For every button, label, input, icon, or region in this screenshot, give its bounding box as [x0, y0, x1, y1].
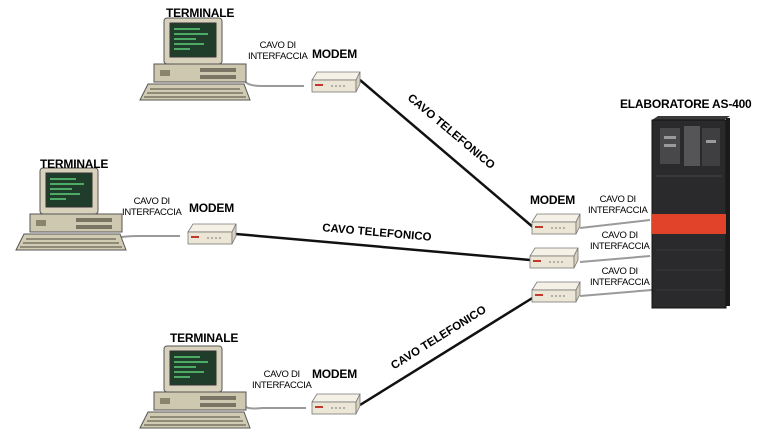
terminal-3-label: TERMINALE — [170, 331, 239, 345]
terminal-3 — [139, 345, 251, 429]
mainframe-label: ELABORATORE AS-400 — [620, 97, 752, 111]
terminal-2 — [15, 167, 127, 251]
terminal-1-label: TERMINALE — [166, 6, 235, 20]
modem-3-label: MODEM — [312, 367, 357, 381]
phone-line-2 — [235, 232, 531, 262]
terminal-1 — [139, 17, 251, 101]
phone-line-3 — [359, 295, 535, 407]
host-modem-1 — [531, 213, 581, 235]
modem-2-label: MODEM — [189, 201, 234, 215]
phone-line-1 — [359, 79, 535, 229]
host-modem-2 — [529, 247, 579, 269]
host-modem-label: MODEM — [530, 193, 575, 207]
modem-2 — [187, 223, 237, 245]
mainframe — [651, 116, 730, 309]
modem-3 — [311, 393, 361, 415]
modem-1 — [311, 71, 361, 93]
host-modem-3 — [531, 281, 581, 303]
modem-1-label: MODEM — [312, 47, 357, 61]
terminal-2-label: TERMINALE — [40, 157, 109, 171]
